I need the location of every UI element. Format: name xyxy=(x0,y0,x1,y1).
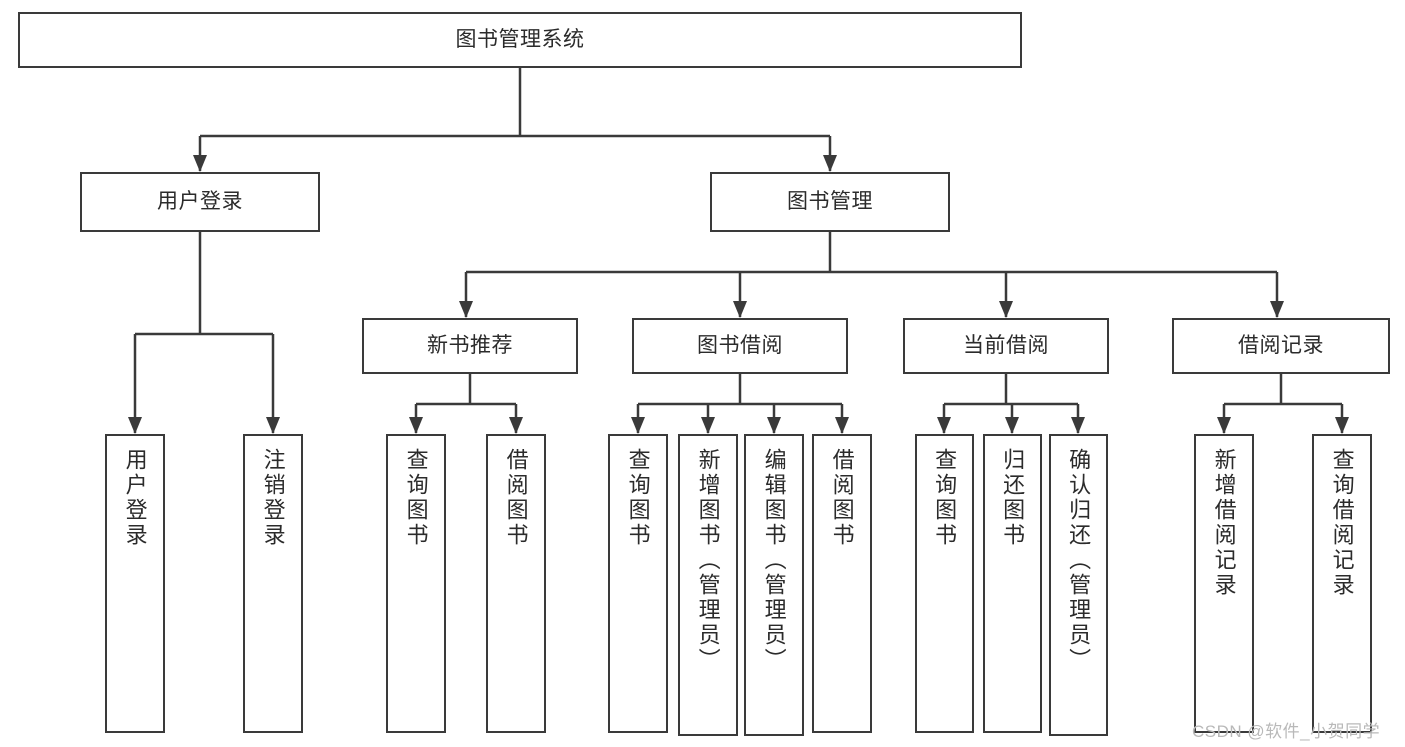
node-book-borrow: 图书借阅 xyxy=(632,318,848,374)
arrow-head-bookmanage-to-level2-0 xyxy=(459,301,473,318)
node-user-login: 用户登录 xyxy=(80,172,320,232)
arrow-head-bookborrow-to-leaves-2 xyxy=(767,417,781,434)
node-leaf-return-book: 归还图书 xyxy=(983,434,1042,733)
node-leaf-borrow-book-rec: 借阅图书 xyxy=(486,434,546,733)
arrow-head-bookborrow-to-leaves-3 xyxy=(835,417,849,434)
node-label: 借阅记录 xyxy=(1238,333,1324,357)
node-label: 图书借阅 xyxy=(697,333,783,357)
arrow-head-root-to-level1-0 xyxy=(193,155,207,172)
node-label: 确认归还（管理员） xyxy=(1066,448,1092,673)
node-label: 当前借阅 xyxy=(963,333,1049,357)
node-label: 注销登录 xyxy=(260,448,286,548)
node-label: 归还图书 xyxy=(1000,448,1026,548)
node-leaf-query-book-borrow: 查询图书 xyxy=(608,434,668,733)
node-label: 查询图书 xyxy=(403,448,429,548)
arrow-head-borrowrecord-to-leaves-1 xyxy=(1335,417,1349,434)
arrow-head-bookmanage-to-level2-1 xyxy=(733,301,747,318)
node-label: 编辑图书（管理员） xyxy=(761,448,787,673)
node-leaf-query-book-cur: 查询图书 xyxy=(915,434,974,733)
node-leaf-user-logout: 注销登录 xyxy=(243,434,303,733)
node-current-borrow: 当前借阅 xyxy=(903,318,1109,374)
arrow-head-currentborrow-to-leaves-0 xyxy=(937,417,951,434)
node-label: 查询图书 xyxy=(932,448,958,548)
arrow-head-userlogin-to-leaves-0 xyxy=(128,417,142,434)
arrow-head-borrowrecord-to-leaves-0 xyxy=(1217,417,1231,434)
node-leaf-add-book: 新增图书（管理员） xyxy=(678,434,738,736)
arrow-head-newbook-to-leaves-1 xyxy=(509,417,523,434)
node-leaf-query-book-rec: 查询图书 xyxy=(386,434,446,733)
node-label: 借阅图书 xyxy=(503,448,529,548)
arrow-head-root-to-level1-1 xyxy=(823,155,837,172)
node-leaf-confirm-return: 确认归还（管理员） xyxy=(1049,434,1108,736)
node-label: 查询图书 xyxy=(625,448,651,548)
node-label: 新增图书（管理员） xyxy=(695,448,721,673)
arrow-head-bookborrow-to-leaves-0 xyxy=(631,417,645,434)
node-book-manage: 图书管理 xyxy=(710,172,950,232)
node-label: 查询借阅记录 xyxy=(1329,448,1355,598)
arrow-head-newbook-to-leaves-0 xyxy=(409,417,423,434)
arrow-head-bookborrow-to-leaves-1 xyxy=(701,417,715,434)
node-leaf-add-record: 新增借阅记录 xyxy=(1194,434,1254,733)
node-label: 用户登录 xyxy=(122,448,148,548)
arrow-head-bookmanage-to-level2-2 xyxy=(999,301,1013,318)
node-leaf-query-record: 查询借阅记录 xyxy=(1312,434,1372,733)
node-label: 新书推荐 xyxy=(427,333,513,357)
arrow-head-currentborrow-to-leaves-2 xyxy=(1071,417,1085,434)
node-leaf-user-login: 用户登录 xyxy=(105,434,165,733)
arrow-head-userlogin-to-leaves-1 xyxy=(266,417,280,434)
node-label: 用户登录 xyxy=(157,189,243,213)
node-borrow-record: 借阅记录 xyxy=(1172,318,1390,374)
node-leaf-borrow-book: 借阅图书 xyxy=(812,434,872,733)
node-new-book-recommend: 新书推荐 xyxy=(362,318,578,374)
node-label: 图书管理系统 xyxy=(455,27,585,51)
node-leaf-edit-book: 编辑图书（管理员） xyxy=(744,434,804,736)
arrow-head-currentborrow-to-leaves-1 xyxy=(1005,417,1019,434)
node-label: 新增借阅记录 xyxy=(1211,448,1237,598)
node-label: 图书管理 xyxy=(787,189,873,213)
node-label: 借阅图书 xyxy=(829,448,855,548)
arrow-head-bookmanage-to-level2-3 xyxy=(1270,301,1284,318)
watermark: CSDN @软件_小贺同学 xyxy=(1192,722,1381,741)
node-root: 图书管理系统 xyxy=(18,12,1022,68)
